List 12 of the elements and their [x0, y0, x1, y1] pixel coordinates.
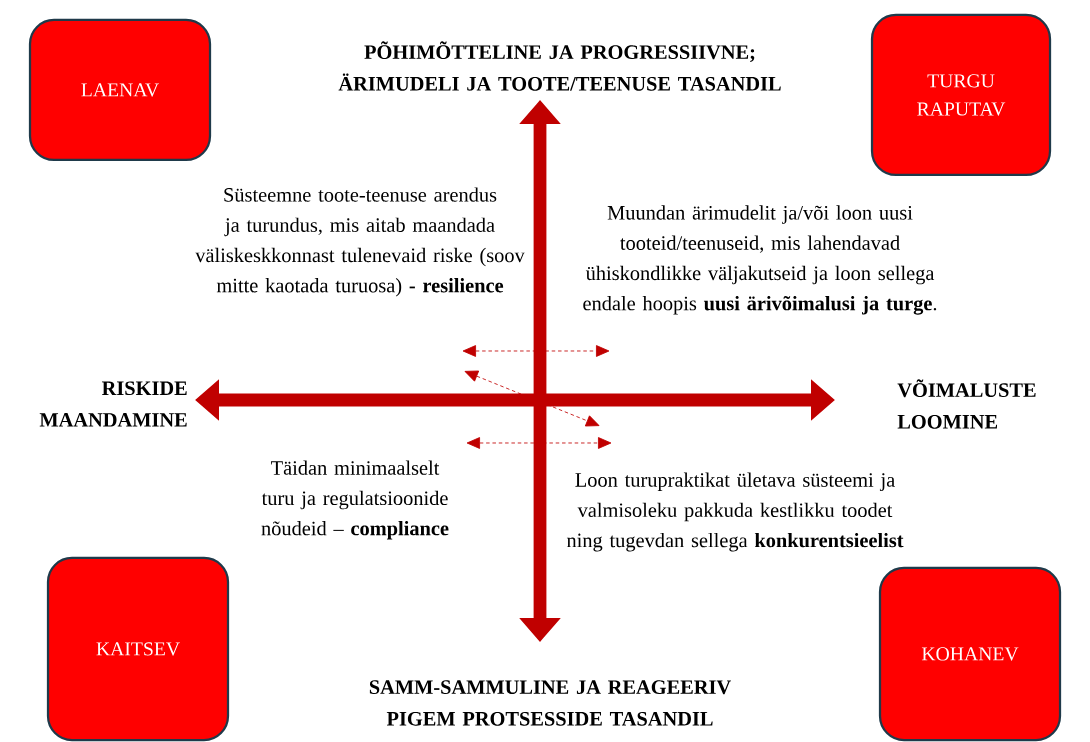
axis-title: SAMM-SAMMULINE JA REAGEERIV PIGEM PROTSESSIDE TASANDIL	[369, 680, 731, 726]
axis-title: VÕIMALUSTE LOOMINE	[897, 379, 1036, 429]
quadrant-text: Loon turupraktikat ületava süsteemi ja valmisoleku pakkuda kestlikku toodet ning tugevdan sellega konkurentsieelist	[566, 472, 904, 552]
category-box: KAITSEV	[46, 556, 230, 742]
quadrant-text: Täidan minimaalselt turu ja regulatsioonide nõudeid – compliance	[261, 460, 449, 540]
category-box: KOHANEV	[878, 566, 1062, 742]
axis-title: RISKIDE MAANDAMINE	[39, 381, 187, 427]
quadrant-text: Muundan ärimudelit ja/või loon uusi tooteid/teenuseid, mis lahendavad ühiskondlikke väljakutseid ja loon sellega endale hoopis uusi ärivõimalusi ja turge.	[583, 205, 937, 315]
axis-title: PÕHIMÕTTELINE JA PROGRESSIIVNE; ÄRIMUDELI JA TOOTE/TEENUSE TASANDIL	[338, 41, 781, 91]
category-box: TURGU RAPUTAV	[870, 13, 1052, 177]
quadrant-text: Süsteemne toote-teenuse arendus ja turundus, mis aitab maandada väliskeskkonnast tulenevaid riske (soov mitte kaotada turuosa) - resilience	[195, 187, 525, 297]
category-box: LAENAV	[28, 18, 212, 162]
